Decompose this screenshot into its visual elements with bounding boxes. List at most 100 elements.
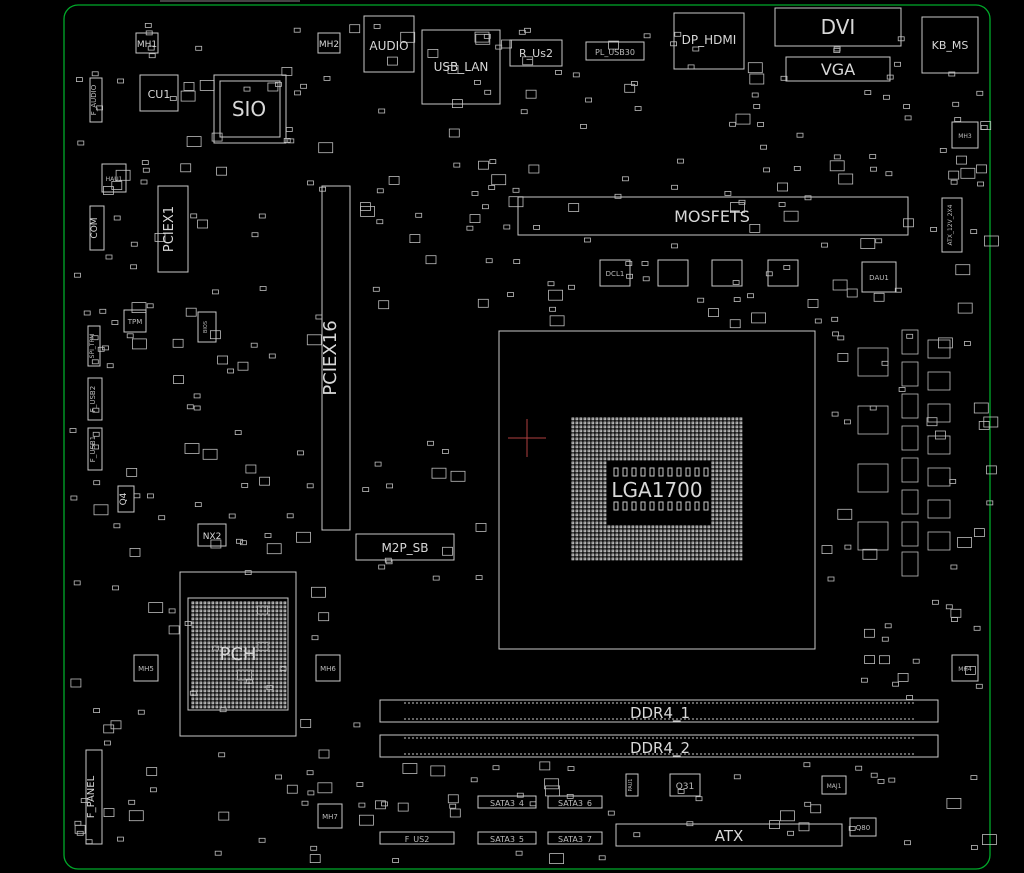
smd-pad bbox=[869, 154, 877, 159]
bios-chip[interactable] bbox=[197, 311, 217, 343]
tpm-chip[interactable] bbox=[123, 309, 147, 333]
inductor-2[interactable] bbox=[711, 259, 743, 287]
chip-dcl1[interactable] bbox=[599, 259, 631, 287]
pch-ball bbox=[223, 645, 227, 649]
chip-cu1[interactable] bbox=[139, 74, 179, 112]
chip-maj1[interactable] bbox=[821, 775, 847, 795]
cpu-pin bbox=[667, 433, 671, 437]
cpu-pin bbox=[595, 465, 599, 469]
usb-lan-connector[interactable] bbox=[421, 29, 501, 105]
front-usb1-header[interactable] bbox=[87, 427, 103, 471]
mounting-hole-mh1[interactable] bbox=[135, 32, 159, 54]
kb-ms-connector[interactable] bbox=[921, 16, 979, 74]
cpu-pin bbox=[675, 457, 679, 461]
cpu-pin bbox=[647, 429, 651, 433]
smd-pad bbox=[950, 608, 962, 618]
atx-12v-connector[interactable] bbox=[941, 197, 963, 253]
cpu-pin bbox=[675, 525, 679, 529]
sata3-7-port[interactable] bbox=[547, 831, 603, 845]
pciex16-slot[interactable] bbox=[321, 185, 351, 531]
pch-ball bbox=[283, 677, 287, 681]
pch-ball bbox=[279, 609, 283, 613]
sata3-5-port[interactable] bbox=[477, 831, 537, 845]
smd-pad bbox=[503, 224, 511, 230]
cpu-pin bbox=[619, 533, 623, 537]
transistor-q80[interactable] bbox=[849, 817, 877, 837]
pch-ball bbox=[247, 681, 251, 685]
mounting-hole-mh2[interactable] bbox=[317, 32, 341, 54]
cpu-pin bbox=[631, 545, 635, 549]
cpu-pin bbox=[655, 537, 659, 541]
q80-label: Q80 bbox=[856, 824, 870, 832]
mounting-hole-mh4[interactable] bbox=[951, 654, 979, 682]
dp-hdmi-connector[interactable] bbox=[673, 12, 745, 70]
com-header[interactable] bbox=[89, 205, 105, 251]
pciex1-slot[interactable] bbox=[157, 185, 189, 273]
transistor-q4[interactable] bbox=[117, 485, 135, 513]
m2-slot[interactable] bbox=[355, 533, 455, 561]
pch-ball bbox=[283, 685, 287, 689]
cpu-center-pad bbox=[685, 501, 691, 511]
super-io-chip[interactable] bbox=[213, 74, 287, 144]
rear-usb2-connector[interactable] bbox=[509, 39, 563, 67]
sata3-6-port[interactable] bbox=[547, 795, 603, 809]
pch-ball bbox=[207, 645, 211, 649]
smd-pad bbox=[798, 822, 810, 832]
cpu-pin bbox=[683, 433, 687, 437]
cpu-pin bbox=[579, 553, 583, 557]
cpu-pin bbox=[595, 509, 599, 513]
chip-dau1[interactable] bbox=[861, 261, 897, 293]
smd-pad bbox=[965, 666, 976, 675]
atx-power-connector[interactable] bbox=[615, 823, 843, 847]
smd-pad bbox=[117, 836, 124, 842]
usb30-connector[interactable] bbox=[585, 41, 645, 61]
cpu-pin bbox=[711, 433, 715, 437]
inductor-3[interactable] bbox=[767, 259, 799, 287]
chip-nx2[interactable] bbox=[197, 523, 227, 547]
mounting-hole-mh6[interactable] bbox=[315, 654, 341, 682]
cpu-pin bbox=[591, 465, 595, 469]
front-panel-header[interactable] bbox=[85, 749, 103, 845]
mounting-hole-mh5[interactable] bbox=[133, 654, 159, 682]
mounting-hole-mh3[interactable] bbox=[951, 121, 979, 149]
chip-pau1[interactable] bbox=[625, 773, 639, 797]
pch-ball bbox=[219, 653, 223, 657]
cpu-socket-outline[interactable] bbox=[498, 330, 816, 650]
cpu-pin bbox=[587, 505, 591, 509]
cpu-pin bbox=[571, 489, 575, 493]
cpu-pin bbox=[711, 549, 715, 553]
mosfet-area[interactable] bbox=[517, 196, 909, 236]
cpu-pin bbox=[603, 473, 607, 477]
pch-chip[interactable] bbox=[187, 597, 289, 711]
cpu-pin bbox=[691, 525, 695, 529]
cpu-pin bbox=[659, 525, 663, 529]
ddr4-slot-2[interactable] bbox=[379, 734, 939, 758]
ddr4-slot-1[interactable] bbox=[379, 699, 939, 723]
vga-connector[interactable] bbox=[785, 56, 891, 82]
front-usb-header-2[interactable] bbox=[379, 831, 455, 845]
pch-ball bbox=[247, 637, 251, 641]
smd-pad bbox=[103, 186, 114, 195]
front-usb2-header[interactable] bbox=[87, 377, 103, 421]
pch-area[interactable] bbox=[179, 571, 297, 737]
cpu-pin bbox=[635, 545, 639, 549]
smd-pad bbox=[897, 673, 909, 682]
front-audio-header[interactable] bbox=[89, 77, 103, 123]
cpu-pin bbox=[615, 529, 619, 533]
smd-pad bbox=[631, 81, 638, 86]
cpu-pin bbox=[635, 553, 639, 557]
chip-haui[interactable] bbox=[101, 163, 127, 193]
mounting-hole-mh7[interactable] bbox=[317, 803, 343, 829]
cpu-pin bbox=[715, 489, 719, 493]
sata3-4-port[interactable] bbox=[477, 795, 537, 809]
pch-ball bbox=[227, 673, 231, 677]
dvi-connector[interactable] bbox=[774, 7, 902, 47]
pch-ball bbox=[239, 681, 243, 685]
inductor-1[interactable] bbox=[657, 259, 689, 287]
audio-connector[interactable] bbox=[363, 15, 415, 73]
spi-tpm-header[interactable] bbox=[87, 325, 101, 367]
cpu-pin bbox=[647, 453, 651, 457]
pch-ball bbox=[223, 653, 227, 657]
transistor-q31[interactable] bbox=[669, 773, 701, 797]
